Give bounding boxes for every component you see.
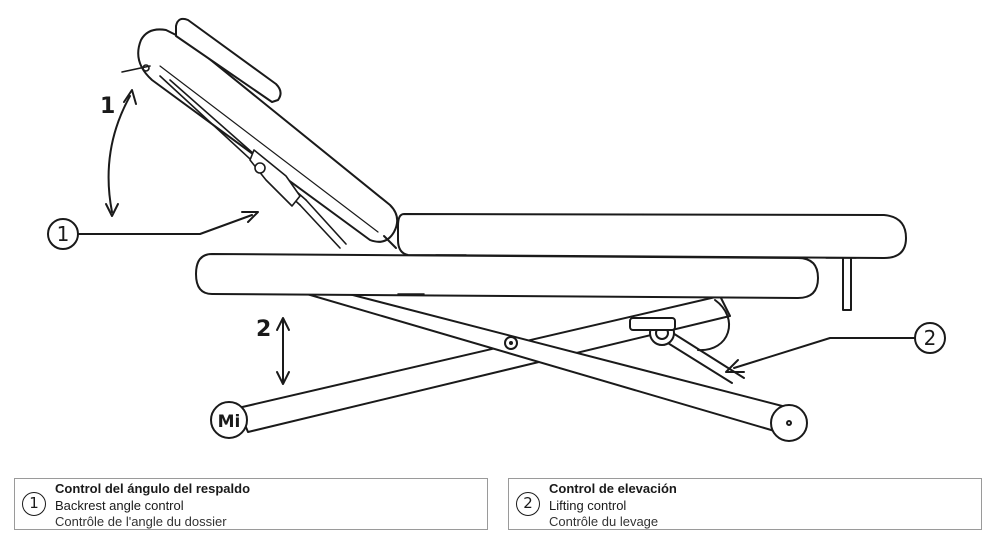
backrest-cushion <box>137 28 399 243</box>
seat-cushion <box>397 213 907 259</box>
legend-2-french: Contrôle du levage <box>549 514 659 529</box>
legend-1-english: Backrest angle control <box>55 497 184 513</box>
legend-item-2: 2 Control de elevación Lifting control C… <box>508 478 982 530</box>
logo-mark: Mi <box>218 412 241 432</box>
front-leg <box>237 295 731 433</box>
callout-2-number: 2 <box>924 326 937 350</box>
legend-2-english: Lifting control <box>549 497 627 513</box>
callout-1-number: 1 <box>57 222 70 246</box>
angle-label: 1 <box>100 94 115 119</box>
legend-2-spanish: Control de elevación <box>549 481 677 496</box>
backrest-gas-strut <box>159 75 397 249</box>
legend-item-1: 1 Control del ángulo del respaldo Backre… <box>14 478 488 530</box>
legend-1-number: 1 <box>22 492 46 516</box>
legend-1-french: Contrôle de l'angle du dossier <box>55 514 227 529</box>
angle-arrow <box>105 89 137 217</box>
legend-1-spanish: Control del ángulo del respaldo <box>55 481 251 496</box>
head-pillow <box>175 17 282 103</box>
height-arrow <box>276 317 290 385</box>
front-wheel-roller: Mi <box>210 401 248 439</box>
legend-1-text: Control del ángulo del respaldo Backrest… <box>55 481 250 531</box>
legend-2-number: 2 <box>516 492 540 516</box>
height-label: 2 <box>256 317 271 342</box>
motor-cable <box>697 299 731 352</box>
rear-wheel-roller <box>770 404 808 442</box>
legend-2-text: Control de elevación Lifting control Con… <box>549 481 677 531</box>
backrest-release-lever <box>121 64 151 73</box>
massage-table-diagram: Mi <box>47 17 946 442</box>
lift-actuator <box>629 299 745 384</box>
base-frame-rail <box>195 253 819 299</box>
foot-support-post <box>842 255 852 311</box>
callout-1-leader <box>47 211 259 250</box>
callout-2-leader <box>725 322 946 373</box>
scissor-lift-frame <box>237 285 791 433</box>
